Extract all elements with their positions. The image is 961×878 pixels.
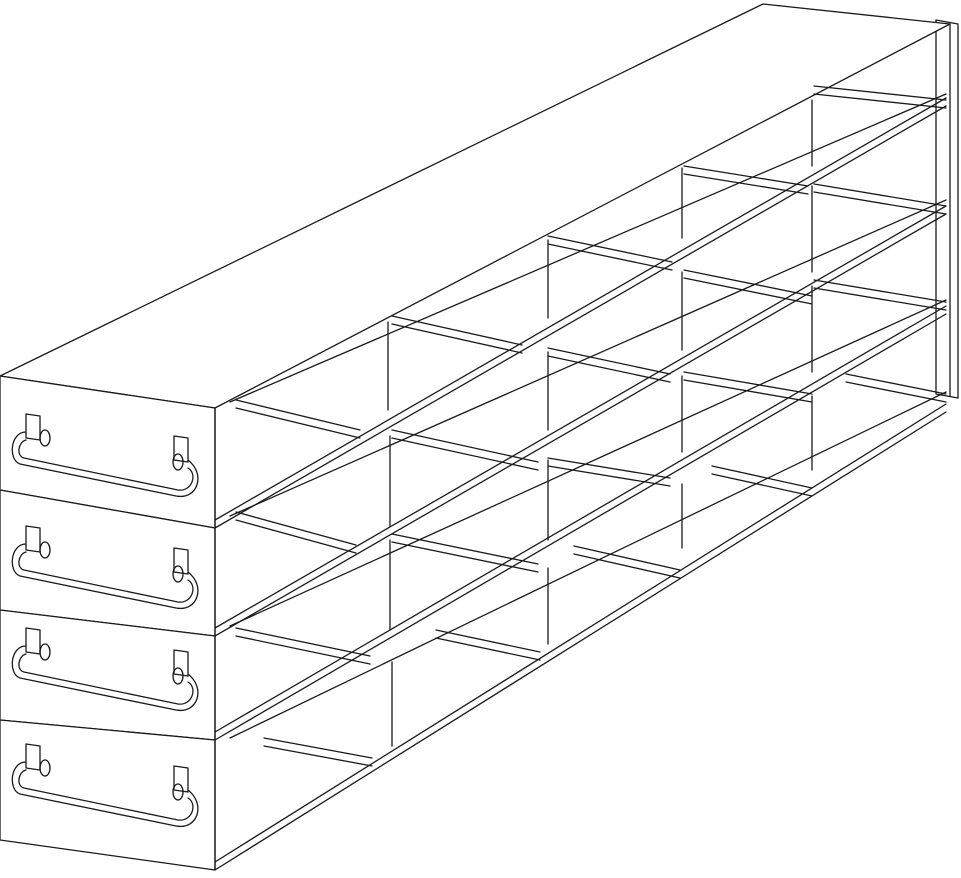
handle-knuckle-left (39, 429, 51, 447)
shelf-back-rail (229, 93, 947, 403)
rack-open-side (214, 85, 947, 871)
handle-knuckle-right (172, 783, 184, 801)
cell-divider-bar (235, 399, 361, 431)
cell-divider-bar-lower (391, 437, 539, 471)
cell-divider-bar-lower (391, 323, 523, 354)
cell-divider-bar-lower (845, 381, 947, 403)
cell-divider-bar-lower (547, 355, 671, 383)
cell-divider-bar-lower (813, 191, 947, 215)
shelf-front-rail (214, 205, 947, 629)
shelf-back-rail (229, 299, 947, 627)
cell-divider-bar (263, 737, 373, 759)
cell-divider-bar (435, 629, 541, 653)
shelf-front-rail-lower (214, 105, 947, 529)
cell-divider-bar (813, 85, 947, 101)
drawer-pull-handle-icon (11, 525, 199, 609)
cell-divider-bar (547, 235, 673, 263)
handle-knuckle-right (172, 667, 184, 685)
handle-knuckle-left (39, 643, 51, 661)
cell-divider-bar-lower (711, 473, 813, 497)
cell-divider-bar (813, 183, 947, 207)
shelf-front-rail (214, 403, 947, 863)
cell-divider-bar (391, 429, 539, 463)
handle-bracket-left (25, 627, 41, 655)
handle-grip-outer (11, 761, 199, 827)
back-panel (935, 19, 959, 399)
handle-grip-outer (11, 431, 199, 497)
cell-divider-bar-lower (683, 277, 813, 305)
cell-divider-bar-lower (547, 243, 673, 271)
drawer-pull-handle-icon (11, 743, 199, 827)
cell-divider-bar-lower (683, 173, 809, 195)
handle-bracket-right (173, 765, 189, 793)
shelf-back-rail (229, 391, 947, 739)
drawer-fronts (0, 375, 216, 871)
cell-divider-bar (683, 269, 813, 297)
cell-divider-bar (235, 627, 371, 657)
cell-divider-bar-lower (683, 379, 813, 403)
shelf-front-rail-lower (214, 411, 947, 871)
handle-grip-outer (11, 645, 199, 711)
shelf-front-rail-lower (214, 213, 947, 637)
shelf-front-rail (214, 97, 947, 521)
handle-knuckle-right (172, 565, 184, 583)
drawer-handles (11, 413, 199, 827)
handle-grip-outer (11, 543, 199, 609)
handle-grip-inner (18, 653, 194, 705)
drawer-pull-handle-icon (11, 627, 199, 711)
handle-knuckle-left (39, 759, 51, 777)
handle-knuckle-left (39, 541, 51, 559)
cell-divider-bar (845, 373, 947, 395)
cell-divider-bar-lower (813, 93, 947, 109)
cell-divider-bar (683, 165, 809, 187)
cell-divider-bar (573, 545, 681, 571)
handle-grip-inner (18, 769, 194, 821)
handle-knuckle-right (172, 453, 184, 471)
cell-divider-bar (547, 457, 671, 479)
cell-divider-bar-lower (813, 287, 947, 311)
handle-bracket-right (173, 547, 189, 575)
handle-bracket-right (173, 435, 189, 463)
cell-divider-bar (711, 465, 813, 489)
cell-divider-bar-lower (547, 465, 671, 487)
cell-divider-bar (547, 347, 671, 375)
cell-divider-bar (235, 511, 357, 546)
cell-divider-bar-lower (235, 635, 371, 665)
cell-divider-bar (391, 533, 539, 565)
cell-divider-bar-lower (573, 553, 681, 579)
drawer-pull-handle-icon (11, 413, 199, 497)
shelf-front-rail-lower (214, 313, 947, 741)
handle-bracket-left (25, 413, 41, 441)
cell-divider-bar-lower (235, 407, 361, 439)
handle-grip-inner (18, 439, 194, 491)
cell-divider-bar-lower (235, 519, 357, 554)
cell-divider-bar-lower (435, 637, 541, 661)
cell-divider-bar-lower (391, 541, 539, 573)
handle-bracket-left (25, 525, 41, 553)
cell-divider-bar (813, 279, 947, 303)
shelf-front-rail (214, 305, 947, 733)
cell-divider-bar-lower (263, 745, 373, 767)
handle-bracket-left (25, 743, 41, 771)
top-panel (0, 3, 951, 409)
handle-grip-inner (18, 551, 194, 603)
cell-divider-bar (683, 371, 813, 395)
shelf-back-rail (229, 199, 947, 517)
cell-divider-bar (391, 315, 523, 346)
handle-bracket-right (173, 649, 189, 677)
